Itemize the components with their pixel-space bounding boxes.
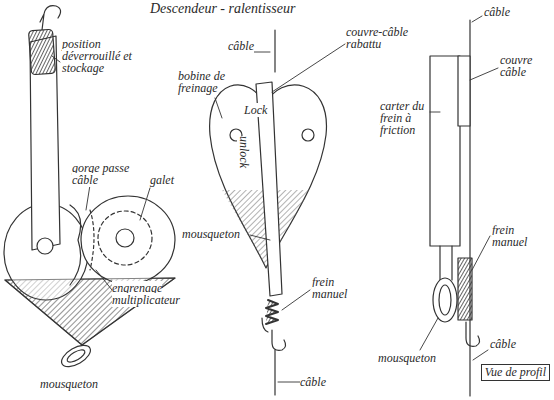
view-caption: Vue de profil xyxy=(485,366,546,379)
part-label: Lock xyxy=(244,104,274,116)
part-label: gorge passe câble xyxy=(72,162,156,186)
part-label: câble xyxy=(484,6,524,18)
part-label: position déverrouillé et stockage xyxy=(62,38,140,74)
part-label: frein manuel xyxy=(492,224,538,248)
part-label: galet xyxy=(150,174,190,186)
part-label: mousqueton xyxy=(182,228,252,240)
part-label: bobine de freinage xyxy=(178,70,232,94)
part-label: carter du frein à friction xyxy=(380,100,430,136)
title: Descendeur - ralentisseur xyxy=(150,3,295,15)
middle-device xyxy=(210,30,327,395)
leader-lines xyxy=(52,16,498,382)
part-label: câble xyxy=(300,376,340,388)
part-label: câble xyxy=(490,338,530,350)
part-label: couvre câble xyxy=(500,54,550,78)
part-label: câble xyxy=(228,40,268,52)
part-label: unlock xyxy=(238,136,250,168)
part-label: couvre-câble rabattu xyxy=(346,26,416,50)
right-device xyxy=(430,20,480,396)
view-box: Vue de profil xyxy=(481,364,550,381)
left-device xyxy=(4,6,175,371)
part-label: mousqueton xyxy=(378,352,448,364)
part-label: engrenage multiplicateur xyxy=(112,282,184,306)
part-label: mousqueton xyxy=(40,378,130,390)
part-label: frein manuel xyxy=(312,276,360,300)
